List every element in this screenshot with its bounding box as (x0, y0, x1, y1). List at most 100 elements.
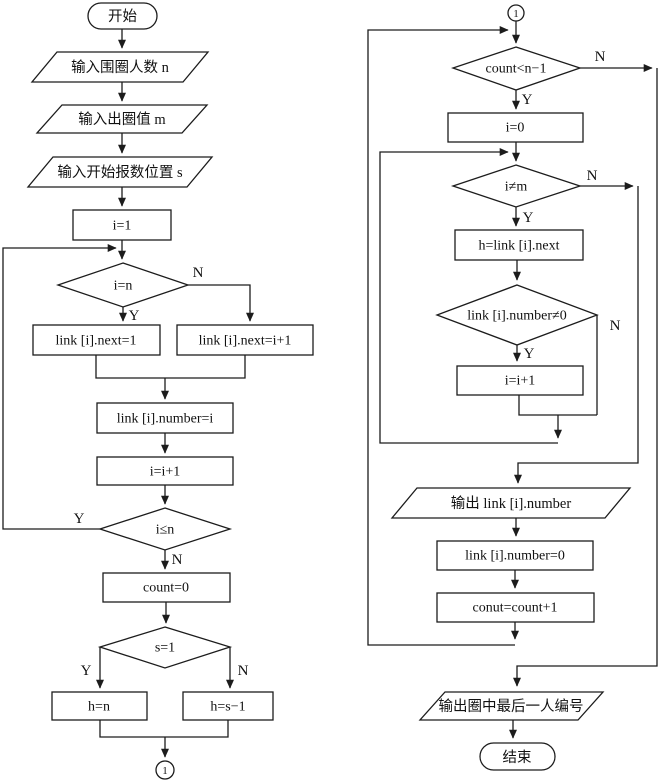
output-number-label: 输出 link [i].number (451, 495, 572, 512)
set-h-s-label: h=s−1 (210, 700, 245, 715)
set-h-n-label: h=n (88, 700, 110, 715)
branch-count-no: N (595, 49, 606, 65)
init-count-label: count=0 (143, 581, 189, 596)
set-h-n-node: h=n (51, 691, 148, 721)
edge-loop-i-le-n-yes (2, 244, 117, 530)
init-count-node: count=0 (102, 572, 231, 603)
set-next-inc-node: link [i].next=i+1 (176, 324, 314, 356)
init-i-node: i=1 (72, 209, 172, 241)
inc-i-right-rect (456, 365, 584, 396)
clear-number-rect (436, 540, 594, 571)
edge-inc-i-merge (518, 395, 597, 416)
branch-i-le-n-no: N (172, 552, 183, 568)
inc-i-right-node: i=i+1 (456, 365, 584, 396)
edge-m-no-to-output-number (514, 186, 639, 484)
inc-count-label: conut=count+1 (473, 601, 558, 616)
output-last-node: 输出圈中最后一人编号 (418, 691, 605, 721)
edge-i-eq-n-no (188, 284, 254, 322)
start-label: 开始 (108, 8, 137, 25)
end-terminator (479, 742, 556, 771)
branch-i-ne-m-yes: Y (523, 210, 534, 226)
branch-number-yes: Y (524, 346, 535, 362)
branch-s-eq-1-no: N (238, 663, 249, 679)
inc-i-left-node: i=i+1 (96, 456, 234, 486)
set-next-one-label: link [i].next=1 (56, 334, 137, 349)
cond-i-eq-n-diamond (55, 262, 191, 308)
branch-i-le-n-yes: Y (74, 511, 85, 527)
output-last-parallelogram (418, 691, 605, 721)
advance-h-label: h=link [i].next (479, 239, 560, 254)
branch-number-no: N (610, 318, 621, 334)
set-h-s-rect (182, 691, 274, 721)
cond-number-node: link [i].number≠0 (435, 284, 599, 346)
inc-i-left-label: i=i+1 (150, 465, 181, 480)
advance-h-rect (454, 229, 584, 261)
cond-i-le-n-diamond (97, 507, 233, 551)
inc-count-node: conut=count+1 (436, 592, 595, 623)
cond-i-eq-n-label: i=n (114, 279, 133, 294)
cond-i-ne-m-label: i≠m (505, 180, 528, 195)
clear-number-label: link [i].number=0 (465, 549, 565, 564)
input-m-node: 输入出圈值 m (35, 104, 209, 134)
connector-1-top: 1 (507, 4, 525, 22)
cond-count-node: count<n−1 (450, 46, 583, 91)
branch-i-ne-m-no: N (587, 168, 598, 184)
input-n-label: 输入围圈人数 n (71, 59, 170, 76)
set-next-one-node: link [i].next=1 (32, 324, 161, 356)
connector-1-bottom-label: 1 (162, 765, 168, 777)
branch-i-eq-n-no: N (193, 265, 204, 281)
branch-count-yes: Y (522, 92, 533, 108)
inc-i-left-rect (96, 456, 234, 486)
input-n-node: 输入围圈人数 n (30, 51, 210, 83)
cond-count-label: count<n−1 (486, 62, 547, 77)
set-number-rect (96, 402, 234, 434)
cond-number-label: link [i].number≠0 (467, 309, 566, 324)
input-s-node: 输入开始报数位置 s (26, 156, 214, 188)
init-count-rect (102, 572, 231, 603)
set-next-inc-label: link [i].next=i+1 (199, 334, 292, 349)
init-i-rect (72, 209, 172, 241)
set-h-n-rect (51, 691, 148, 721)
inc-i-right-label: i=i+1 (505, 374, 536, 389)
set-h-s-node: h=s−1 (182, 691, 274, 721)
end-node: 结束 (479, 742, 556, 771)
cond-i-le-n-label: i≤n (156, 523, 175, 538)
input-n-parallelogram (30, 51, 210, 83)
cond-s-eq-1-diamond (97, 626, 233, 669)
connector-1-bottom-circle (155, 760, 175, 780)
cond-number-diamond (435, 284, 599, 346)
set-number-node: link [i].number=i (96, 402, 234, 434)
set-next-one-rect (32, 324, 161, 356)
cond-count-diamond (450, 46, 583, 91)
cond-s-eq-1-label: s=1 (155, 641, 175, 656)
cond-i-le-n-node: i≤n (97, 507, 233, 551)
connector-1-bottom: 1 (155, 760, 175, 780)
inc-count-rect (436, 592, 595, 623)
edge-outer-loop-return (367, 26, 515, 646)
cond-s-eq-1-node: s=1 (97, 626, 233, 669)
set-next-inc-rect (176, 324, 314, 356)
input-m-label: 输入出圈值 m (78, 111, 166, 128)
init-i0-node: i=0 (447, 112, 584, 143)
start-terminator (87, 2, 158, 30)
end-label: 结束 (503, 749, 532, 766)
cond-i-eq-n-node: i=n (55, 262, 191, 308)
connector-1-top-circle (507, 4, 525, 22)
init-i0-label: i=0 (506, 121, 525, 136)
edge-merge-next (95, 355, 246, 379)
output-number-parallelogram (390, 487, 632, 519)
cond-i-ne-m-node: i≠m (450, 164, 583, 208)
edge-inner-loop-return (379, 148, 558, 444)
branch-s-eq-1-yes: Y (81, 663, 92, 679)
output-last-label: 输出圈中最后一人编号 (439, 698, 584, 715)
init-i0-rect (447, 112, 584, 143)
input-s-parallelogram (26, 156, 214, 188)
output-number-node: 输出 link [i].number (390, 487, 632, 519)
input-m-parallelogram (35, 104, 209, 134)
input-s-label: 输入开始报数位置 s (57, 164, 183, 181)
connector-1-top-label: 1 (513, 8, 519, 20)
cond-i-ne-m-diamond (450, 164, 583, 208)
edge-count-no-to-output-last (513, 68, 658, 687)
